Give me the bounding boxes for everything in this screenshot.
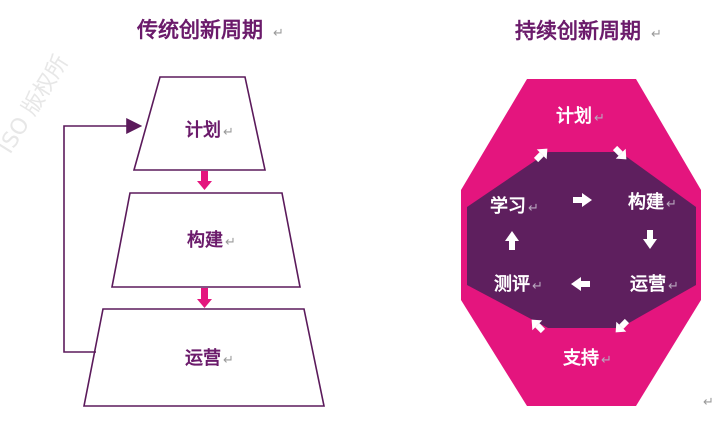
down-arrow-icon <box>197 288 212 308</box>
step-operate-label: 运营 <box>185 347 221 369</box>
arrow-up-icon <box>505 231 519 250</box>
paragraph-mark: ↵ <box>668 279 679 294</box>
step-plan-shape <box>132 76 266 171</box>
arrow-up-left-icon <box>531 319 546 334</box>
down-arrow-icon <box>197 171 212 190</box>
node-support-label: 支持 <box>562 347 599 369</box>
sustained-cycle: 持续创新周期 ↵ 计划 ↵ 构建 ↵ 运营 ↵ 支持 ↵ 测评 ↵ 学习 ↵ <box>461 19 701 406</box>
node-measure-label: 测评 <box>494 273 530 295</box>
paragraph-mark: ↵ <box>666 197 677 212</box>
node-operate-label: 运营 <box>630 273 666 295</box>
paragraph-mark: ↵ <box>225 235 236 250</box>
step-operate-shape <box>83 308 325 407</box>
arrow-down-left-icon <box>615 318 630 333</box>
inner-octagon <box>467 152 696 328</box>
arrow-down-icon <box>643 230 657 249</box>
feedback-loop-arrow <box>63 118 143 353</box>
step-plan-label: 计划 <box>185 119 221 141</box>
paragraph-mark: ↵ <box>532 279 543 294</box>
traditional-title: 传统创新周期 <box>136 18 263 42</box>
step-build-label: 构建 <box>187 229 223 251</box>
arrow-up-right-icon <box>533 148 548 163</box>
paragraph-mark: ↵ <box>651 27 662 42</box>
paragraph-mark: ↵ <box>528 201 539 216</box>
paragraph-mark: ↵ <box>594 111 605 126</box>
paragraph-mark: ↵ <box>223 125 234 140</box>
paragraph-mark: ↵ <box>703 395 714 410</box>
node-learn-label: 学习 <box>490 195 526 217</box>
sustained-title: 持续创新周期 <box>515 19 641 43</box>
paragraph-mark: ↵ <box>223 353 234 368</box>
paragraph-mark: ↵ <box>273 26 284 41</box>
node-plan-label: 计划 <box>556 105 592 127</box>
arrow-down-right-icon <box>612 145 627 160</box>
step-build-shape <box>111 192 301 288</box>
watermark-text: ISO 版权所 <box>0 51 74 158</box>
paragraph-mark: ↵ <box>601 353 612 368</box>
node-build-label: 构建 <box>628 191 664 213</box>
traditional-cycle: 传统创新周期 ↵ 计划 ↵ 构建 ↵ 运营 ↵ <box>63 18 325 407</box>
arrow-right-icon <box>573 193 592 207</box>
arrow-left-icon <box>571 277 590 291</box>
